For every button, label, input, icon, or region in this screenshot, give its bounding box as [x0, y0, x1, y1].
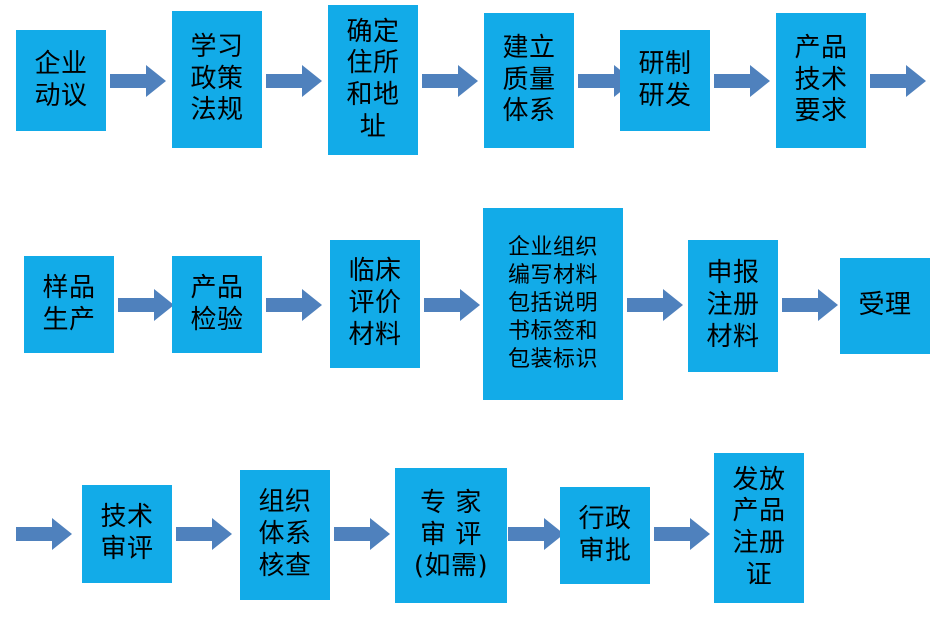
- process-node-shouli[interactable]: 受理: [840, 258, 930, 354]
- flow-arrow-row1-continue: [870, 64, 926, 98]
- process-node-zuzhi-tixi-hecha[interactable]: 组织 体系 核查: [240, 470, 330, 600]
- node-line: 注册: [706, 290, 760, 321]
- flow-arrow: [110, 64, 166, 98]
- node-line: 行政: [578, 503, 632, 534]
- process-node-xuexi-zhengce-fagui[interactable]: 学习 政策 法规: [172, 11, 262, 148]
- node-line: 注册: [732, 528, 786, 558]
- node-line: 受理: [858, 290, 912, 321]
- flow-arrow: [118, 288, 174, 322]
- flow-arrow: [176, 517, 232, 551]
- node-line: (如需): [413, 551, 489, 582]
- node-line: 包装标识: [507, 347, 598, 373]
- node-line: 编写材料: [507, 262, 598, 288]
- flow-arrow: [334, 517, 390, 551]
- node-line: 发放: [732, 464, 786, 495]
- process-node-xingzheng-shenpi[interactable]: 行政 审批: [560, 487, 650, 584]
- process-node-yangpin-shengchan[interactable]: 样品 生产: [24, 256, 114, 353]
- node-line: 法规: [190, 95, 244, 126]
- node-line: 产品: [732, 496, 786, 527]
- node-line: 体系: [258, 519, 312, 550]
- node-line: 学习: [190, 31, 244, 62]
- flow-arrow: [424, 288, 480, 322]
- node-line: 址: [359, 111, 387, 142]
- process-node-fafang-chanpin-zhucezheng[interactable]: 发放 产品 注册 证: [714, 453, 804, 603]
- node-line: 住所: [346, 48, 400, 79]
- node-line: 企业: [34, 48, 88, 79]
- process-node-jianli-zhiliang-tixi[interactable]: 建立 质量 体系: [484, 13, 574, 148]
- process-node-qiye-dongyi[interactable]: 企业 动议: [16, 30, 106, 131]
- node-line: 审 评: [420, 519, 482, 550]
- node-line: 建立: [502, 32, 556, 63]
- process-node-jishu-shenping[interactable]: 技术 审评: [82, 485, 172, 583]
- node-line: 产品: [794, 32, 848, 63]
- node-line: 专 家: [420, 487, 482, 518]
- process-node-linchuang-pingjia-cailiao[interactable]: 临床 评价 材料: [330, 240, 420, 368]
- node-line: 研制: [638, 48, 692, 79]
- flow-arrow: [654, 517, 710, 551]
- node-line: 核查: [258, 550, 312, 581]
- node-line: 审批: [578, 535, 632, 566]
- node-line: 书标签和: [507, 319, 598, 345]
- node-line: 审评: [100, 534, 154, 564]
- process-node-shenbao-zhuce-cailiao[interactable]: 申报 注册 材料: [688, 240, 778, 372]
- node-line: 检验: [190, 304, 244, 335]
- node-line: 临床: [348, 256, 402, 287]
- node-line: 包括说明: [507, 290, 598, 316]
- process-node-queding-zhusuo-dizhi[interactable]: 确定 住所 和地 址: [328, 5, 418, 155]
- node-line: 动议: [34, 80, 88, 111]
- node-line: 证: [745, 559, 773, 590]
- process-node-chanpin-jishu-yaoqiu[interactable]: 产品 技术 要求: [776, 13, 866, 148]
- node-line: 组织: [258, 487, 312, 518]
- node-line: 生产: [42, 304, 96, 335]
- node-line: 材料: [706, 321, 760, 352]
- node-line: 样品: [42, 272, 96, 303]
- node-line: 和地: [346, 80, 400, 110]
- node-line: 技术: [794, 64, 848, 95]
- node-line: 确定: [346, 16, 400, 47]
- node-line: 体系: [502, 96, 556, 127]
- flow-arrow: [714, 64, 770, 98]
- flow-arrow: [627, 288, 683, 322]
- node-line: 研发: [638, 80, 692, 111]
- node-line: 政策: [190, 63, 244, 94]
- node-line: 要求: [794, 96, 848, 127]
- process-node-zhuanjia-shenping[interactable]: 专 家 审 评 (如需): [395, 468, 507, 603]
- node-line: 申报: [706, 258, 760, 289]
- flow-arrow: [266, 288, 322, 322]
- node-line: 材料: [348, 319, 402, 350]
- process-node-yanzhi-yanfa[interactable]: 研制 研发: [620, 30, 710, 131]
- node-line: 企业组织: [507, 234, 598, 260]
- flow-arrow: [422, 64, 478, 98]
- process-node-qiye-zuzhi-bianxie-cailiao[interactable]: 企业组织 编写材料 包括说明 书标签和 包装标识: [483, 208, 623, 400]
- node-line: 质量: [502, 64, 556, 95]
- flow-arrow: [266, 64, 322, 98]
- flow-arrow: [782, 288, 838, 322]
- flow-arrow-row3-continue: [16, 517, 72, 551]
- process-node-chanpin-jianyan[interactable]: 产品 检验: [172, 256, 262, 353]
- node-line: 评价: [348, 288, 402, 319]
- node-line: 技术: [100, 502, 154, 533]
- node-line: 产品: [190, 272, 244, 303]
- flow-arrow: [508, 517, 564, 551]
